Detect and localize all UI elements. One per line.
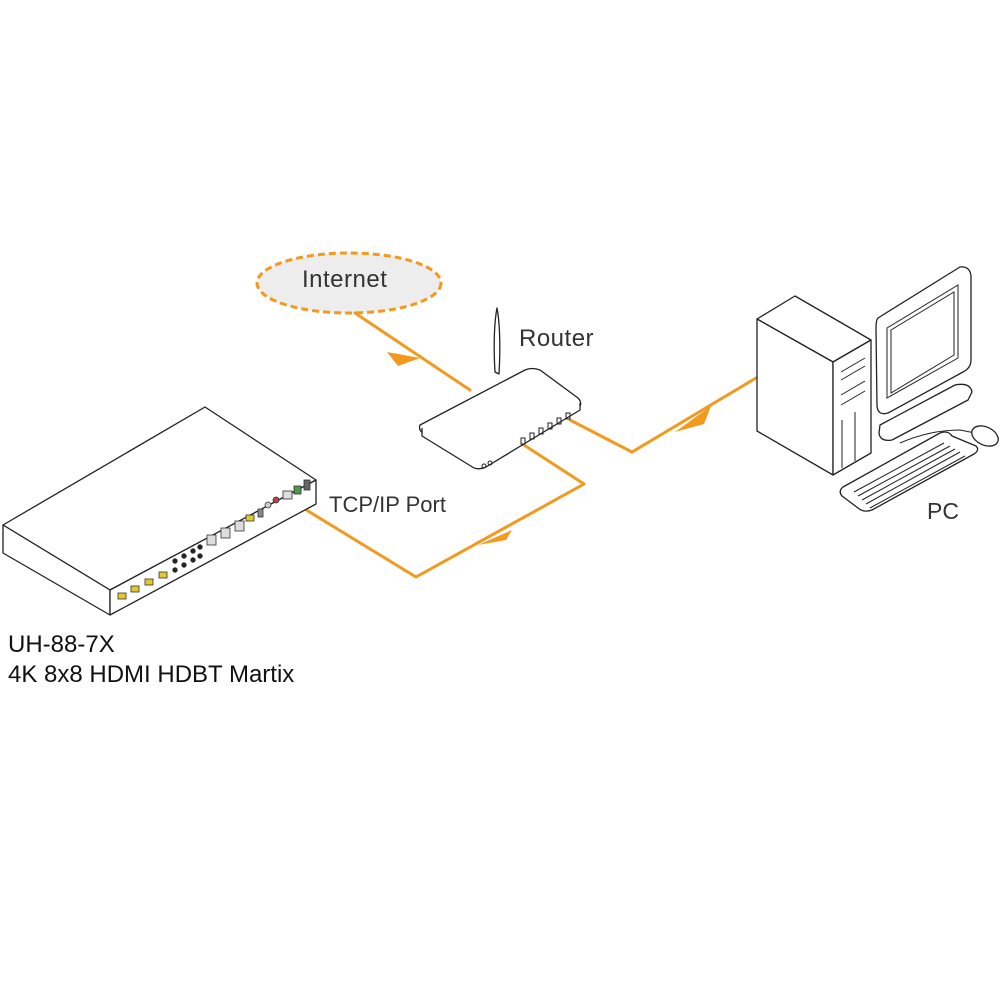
pc-label: PC <box>927 498 959 524</box>
router-icon <box>418 307 582 470</box>
desktop-computer-icon <box>756 266 999 512</box>
arrow-from-pc <box>675 406 711 432</box>
arrowheads <box>387 352 711 545</box>
internet-label: Internet <box>302 266 388 293</box>
cables <box>288 311 758 579</box>
tcp-ip-port-label: TCP/IP Port <box>329 492 446 517</box>
cable-router-pc <box>568 376 758 454</box>
arrow-to-router <box>387 352 420 366</box>
matrix-model-label: UH-88-7X <box>8 631 115 658</box>
cable-internet-router <box>353 311 472 392</box>
internet-cloud <box>255 251 443 315</box>
arrow-to-matrix <box>478 530 512 545</box>
cable-router-matrix <box>288 443 586 579</box>
matrix-description-label: 4K 8x8 HDMI HDBT Martix <box>8 661 295 688</box>
matrix-caption: UH-88-7X 4K 8x8 HDMI HDBT Martix <box>8 630 294 690</box>
hdmi-matrix-switcher-icon <box>2 406 317 616</box>
router-label: Router <box>519 325 595 352</box>
